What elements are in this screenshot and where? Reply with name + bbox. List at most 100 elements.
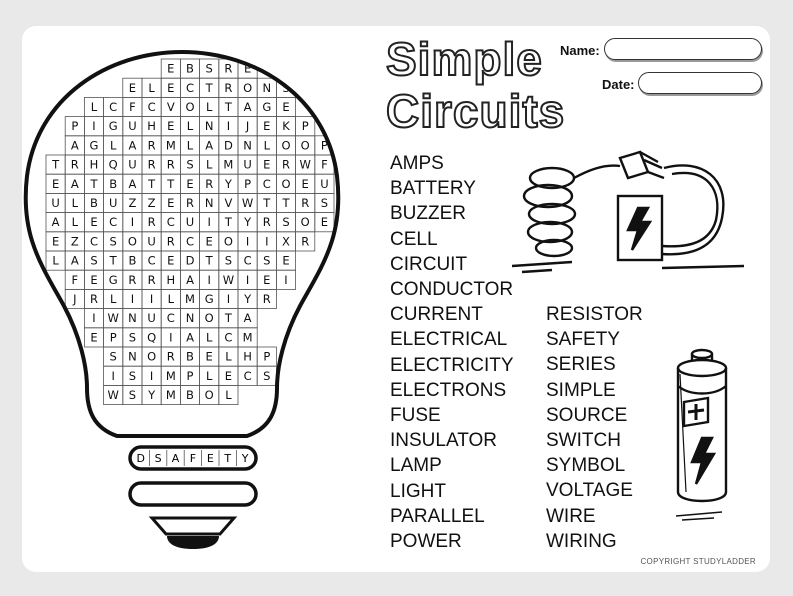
base-letter[interactable]: S: [155, 452, 162, 465]
grid-letter[interactable]: T: [147, 177, 156, 191]
grid-letter[interactable]: N: [262, 81, 271, 95]
grid-letter[interactable]: L: [264, 138, 271, 152]
grid-letter[interactable]: J: [245, 119, 249, 133]
grid-letter[interactable]: L: [225, 350, 232, 364]
grid-letter[interactable]: T: [205, 254, 214, 268]
grid-letter[interactable]: S: [110, 234, 117, 248]
grid-letter[interactable]: O: [185, 100, 194, 114]
grid-letter[interactable]: W: [108, 388, 119, 402]
grid-letter[interactable]: X: [282, 234, 290, 248]
grid-letter[interactable]: Q: [147, 330, 156, 344]
grid-letter[interactable]: N: [128, 311, 137, 325]
grid-letter[interactable]: E: [167, 196, 174, 210]
grid-letter[interactable]: E: [167, 62, 174, 76]
grid-letter[interactable]: J: [72, 292, 76, 306]
grid-letter[interactable]: T: [224, 215, 233, 229]
grid-letter[interactable]: R: [167, 350, 175, 364]
grid-letter[interactable]: L: [206, 100, 213, 114]
grid-letter[interactable]: A: [52, 215, 60, 229]
grid-letter[interactable]: S: [282, 215, 289, 229]
grid-letter[interactable]: Y: [243, 292, 252, 306]
grid-letter[interactable]: S: [129, 330, 136, 344]
grid-letter[interactable]: U: [147, 234, 155, 248]
grid-letter[interactable]: R: [128, 273, 136, 287]
grid-letter[interactable]: I: [246, 273, 249, 287]
grid-letter[interactable]: I: [207, 215, 210, 229]
grid-letter[interactable]: E: [206, 234, 213, 248]
grid-letter[interactable]: I: [131, 215, 134, 229]
grid-letter[interactable]: T: [224, 311, 233, 325]
grid-letter[interactable]: A: [71, 254, 79, 268]
grid-letter[interactable]: E: [282, 100, 289, 114]
grid-letter[interactable]: N: [243, 138, 252, 152]
grid-letter[interactable]: R: [263, 215, 271, 229]
grid-letter[interactable]: S: [129, 388, 136, 402]
grid-letter[interactable]: A: [244, 100, 252, 114]
grid-letter[interactable]: U: [147, 311, 155, 325]
grid-letter[interactable]: C: [109, 215, 117, 229]
grid-letter[interactable]: U: [243, 158, 251, 172]
grid-letter[interactable]: I: [131, 292, 134, 306]
grid-letter[interactable]: C: [263, 177, 271, 191]
grid-letter[interactable]: C: [109, 100, 117, 114]
grid-letter[interactable]: E: [90, 273, 97, 287]
grid-letter[interactable]: A: [244, 311, 252, 325]
grid-letter[interactable]: R: [186, 196, 194, 210]
grid-letter[interactable]: S: [263, 369, 270, 383]
grid-letter[interactable]: E: [282, 254, 289, 268]
grid-letter[interactable]: E: [129, 81, 136, 95]
grid-letter[interactable]: L: [168, 292, 175, 306]
grid-letter[interactable]: T: [224, 100, 233, 114]
grid-letter[interactable]: A: [205, 138, 213, 152]
grid-letter[interactable]: I: [207, 273, 210, 287]
grid-letter[interactable]: S: [263, 254, 270, 268]
grid-letter[interactable]: O: [281, 177, 290, 191]
grid-letter[interactable]: S: [206, 62, 213, 76]
grid-letter[interactable]: R: [205, 177, 213, 191]
grid-letter[interactable]: P: [71, 119, 78, 133]
grid-letter[interactable]: H: [166, 273, 175, 287]
grid-letter[interactable]: I: [92, 311, 95, 325]
grid-letter[interactable]: I: [227, 292, 230, 306]
grid-letter[interactable]: E: [167, 254, 174, 268]
grid-letter[interactable]: E: [206, 350, 213, 364]
grid-letter[interactable]: Z: [71, 234, 79, 248]
grid-letter[interactable]: U: [51, 196, 59, 210]
grid-letter[interactable]: D: [186, 254, 195, 268]
name-field[interactable]: [604, 38, 762, 60]
grid-letter[interactable]: R: [224, 81, 232, 95]
grid-letter[interactable]: R: [71, 158, 79, 172]
grid-letter[interactable]: I: [169, 330, 172, 344]
grid-letter[interactable]: R: [167, 158, 175, 172]
grid-letter[interactable]: L: [206, 369, 213, 383]
base-letter[interactable]: F: [190, 452, 196, 465]
grid-letter[interactable]: H: [147, 119, 156, 133]
grid-letter[interactable]: C: [148, 254, 156, 268]
grid-letter[interactable]: O: [205, 388, 214, 402]
grid-letter[interactable]: C: [167, 311, 175, 325]
grid-letter[interactable]: O: [301, 138, 310, 152]
grid-letter[interactable]: H: [243, 350, 252, 364]
grid-letter[interactable]: L: [225, 388, 232, 402]
grid-letter[interactable]: R: [148, 138, 156, 152]
grid-letter[interactable]: S: [321, 196, 328, 210]
grid-letter[interactable]: L: [206, 158, 213, 172]
grid-letter[interactable]: G: [109, 119, 118, 133]
grid-letter[interactable]: O: [205, 311, 214, 325]
grid-letter[interactable]: Y: [224, 177, 233, 191]
grid-letter[interactable]: S: [225, 254, 232, 268]
grid-letter[interactable]: O: [224, 234, 233, 248]
grid-letter[interactable]: R: [167, 234, 175, 248]
grid-letter[interactable]: T: [205, 81, 214, 95]
grid-letter[interactable]: E: [263, 158, 270, 172]
grid-letter[interactable]: L: [110, 292, 117, 306]
grid-letter[interactable]: S: [186, 158, 193, 172]
grid-letter[interactable]: D: [224, 138, 233, 152]
grid-letter[interactable]: M: [166, 388, 176, 402]
grid-letter[interactable]: P: [244, 177, 251, 191]
grid-letter[interactable]: L: [148, 81, 155, 95]
grid-letter[interactable]: E: [302, 177, 309, 191]
grid-letter[interactable]: B: [90, 196, 98, 210]
grid-letter[interactable]: A: [71, 177, 79, 191]
grid-letter[interactable]: U: [128, 119, 136, 133]
